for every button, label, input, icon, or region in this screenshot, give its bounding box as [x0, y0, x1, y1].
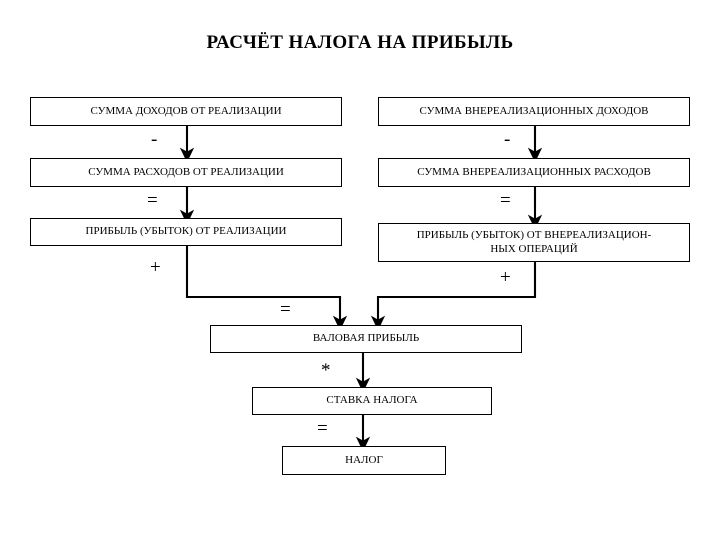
- box-sales-expenses-label: СУММА РАСХОДОВ ОТ РЕАЛИЗАЦИИ: [88, 165, 284, 178]
- box-sales-profit[interactable]: ПРИБЫЛЬ (УБЫТОК) ОТ РЕАЛИЗАЦИИ: [30, 218, 342, 246]
- operator-right-minus: -: [504, 129, 511, 150]
- box-sales-expenses[interactable]: СУММА РАСХОДОВ ОТ РЕАЛИЗАЦИИ: [30, 158, 342, 187]
- box-nonsales-profit[interactable]: ПРИБЫЛЬ (УБЫТОК) ОТ ВНЕРЕАЛИЗАЦИОН- НЫХ …: [378, 223, 690, 262]
- box-tax-label: НАЛОГ: [345, 453, 383, 466]
- box-nonsales-profit-label-line1: ПРИБЫЛЬ (УБЫТОК) ОТ ВНЕРЕАЛИЗАЦИОН-: [416, 228, 652, 241]
- wire-left-profit-to-gross: [185, 245, 348, 331]
- box-tax-rate[interactable]: СТАВКА НАЛОГА: [252, 387, 492, 415]
- box-gross-profit[interactable]: ВАЛОВАЯ ПРИБЫЛЬ: [210, 325, 522, 353]
- box-nonsales-profit-label-line2: НЫХ ОПЕРАЦИЙ: [490, 242, 578, 255]
- operator-left-plus: +: [150, 257, 161, 278]
- box-nonsales-expenses[interactable]: СУММА ВНЕРЕАЛИЗАЦИОННЫХ РАСХОДОВ: [378, 158, 690, 187]
- wire-right-profit-to-gross: [370, 262, 537, 331]
- box-tax-rate-label: СТАВКА НАЛОГА: [326, 394, 418, 407]
- operator-right-plus: +: [500, 267, 511, 288]
- box-sales-profit-label: ПРИБЫЛЬ (УБЫТОК) ОТ РЕАЛИЗАЦИИ: [85, 225, 287, 238]
- box-nonsales-income[interactable]: СУММА ВНЕРЕАЛИЗАЦИОННЫХ ДОХОДОВ: [378, 97, 690, 126]
- operator-left-minus: -: [151, 129, 158, 150]
- operator-right-equals: =: [500, 190, 511, 211]
- box-sales-income-label: СУММА ДОХОДОВ ОТ РЕАЛИЗАЦИИ: [90, 104, 282, 117]
- operator-multiply: *: [321, 360, 331, 381]
- operator-tax-equals: =: [317, 418, 328, 439]
- box-sales-income[interactable]: СУММА ДОХОДОВ ОТ РЕАЛИЗАЦИИ: [30, 97, 342, 126]
- box-gross-profit-label: ВАЛОВАЯ ПРИБЫЛЬ: [312, 332, 420, 345]
- operator-gross-equals: =: [280, 299, 291, 320]
- box-tax[interactable]: НАЛОГ: [282, 446, 446, 475]
- box-nonsales-expenses-label: СУММА ВНЕРЕАЛИЗАЦИОННЫХ РАСХОДОВ: [417, 165, 651, 178]
- box-nonsales-income-label: СУММА ВНЕРЕАЛИЗАЦИОННЫХ ДОХОДОВ: [419, 104, 649, 117]
- operator-left-equals: =: [147, 190, 158, 211]
- page-title: РАСЧЁТ НАЛОГА НА ПРИБЫЛЬ: [206, 32, 514, 53]
